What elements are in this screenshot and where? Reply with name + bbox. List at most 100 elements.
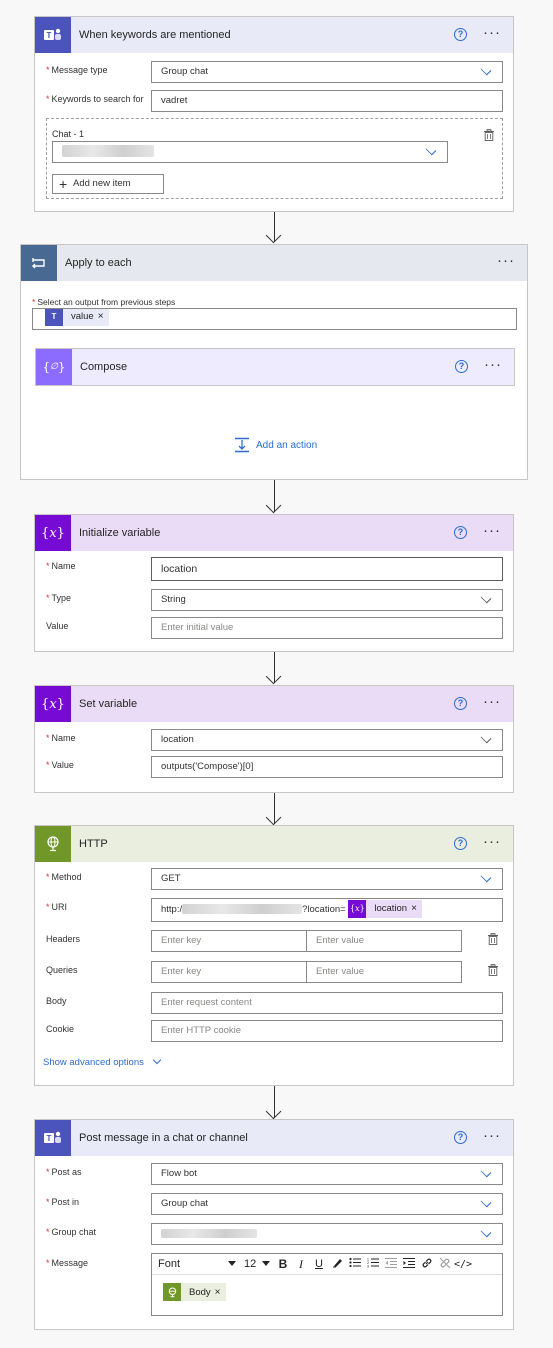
more-options-icon[interactable]: ··· xyxy=(484,356,502,373)
font-dropdown[interactable]: Font xyxy=(158,1258,240,1270)
more-options-icon[interactable]: ··· xyxy=(497,252,515,269)
svg-text:2: 2 xyxy=(367,1261,369,1265)
trash-icon[interactable] xyxy=(487,933,499,945)
bold-icon[interactable]: B xyxy=(278,1257,288,1271)
decrease-indent-icon[interactable] xyxy=(382,1257,400,1271)
flow-arrow xyxy=(274,480,275,512)
body-label: Body xyxy=(46,996,67,1006)
add-new-item-button[interactable]: + Add new item xyxy=(52,174,164,194)
headers-value-input[interactable]: Enter value xyxy=(306,930,462,952)
value-label: Value xyxy=(46,621,69,631)
help-icon[interactable]: ? xyxy=(454,526,467,539)
redacted-value xyxy=(62,145,154,158)
variable-value-input[interactable]: Enter initial value xyxy=(151,617,503,639)
help-icon[interactable]: ? xyxy=(455,360,468,373)
variable-type-dropdown[interactable]: String xyxy=(151,589,503,611)
code-view-icon[interactable]: </> xyxy=(454,1258,473,1270)
flow-arrow xyxy=(274,212,275,242)
post-header[interactable]: T Post message in a chat or channel ? ··… xyxy=(35,1120,513,1156)
value-token[interactable]: T value × xyxy=(45,309,109,327)
uri-input[interactable]: http:/?location= {x} location × xyxy=(151,898,503,922)
variable-icon: {x} xyxy=(348,899,367,918)
increase-indent-icon[interactable] xyxy=(400,1257,418,1271)
help-icon[interactable]: ? xyxy=(454,697,467,710)
post-as-label: *Post as xyxy=(46,1167,82,1177)
method-dropdown[interactable]: GET xyxy=(151,868,503,890)
highlight-icon[interactable] xyxy=(328,1257,346,1271)
bulleted-list-icon[interactable] xyxy=(346,1257,364,1271)
set-variable-value-input[interactable]: outputs('Compose')[0] xyxy=(151,756,503,778)
unlink-icon[interactable] xyxy=(436,1257,454,1272)
italic-icon[interactable]: I xyxy=(299,1256,303,1271)
chat-dropdown[interactable] xyxy=(52,141,448,163)
variable-name-input[interactable]: location xyxy=(151,557,503,581)
chevron-down-icon xyxy=(480,871,492,883)
caret-down-icon xyxy=(262,1261,270,1266)
redacted-value xyxy=(161,1228,257,1238)
underline-icon[interactable]: U xyxy=(315,1258,323,1270)
group-chat-dropdown[interactable] xyxy=(151,1223,503,1245)
more-options-icon[interactable]: ··· xyxy=(483,1127,501,1144)
link-icon[interactable] xyxy=(418,1257,436,1272)
queries-label: Queries xyxy=(46,965,78,975)
remove-token-icon[interactable]: × xyxy=(214,1286,221,1298)
group-chat-label: *Group chat xyxy=(46,1227,97,1237)
select-output-input[interactable]: T value × xyxy=(32,308,517,330)
set-var-header[interactable]: {x} Set variable ? ··· xyxy=(35,686,513,722)
headers-key-input[interactable]: Enter key xyxy=(151,930,307,952)
loop-icon xyxy=(21,245,57,281)
add-action-icon xyxy=(235,437,249,453)
globe-icon xyxy=(35,826,71,862)
more-options-icon[interactable]: ··· xyxy=(483,522,501,539)
set-variable-name-dropdown[interactable]: location xyxy=(151,729,503,751)
chevron-down-icon xyxy=(480,1166,492,1178)
init-var-header[interactable]: {x} Initialize variable ? ··· xyxy=(35,515,513,551)
help-icon[interactable]: ? xyxy=(454,28,467,41)
post-as-dropdown[interactable]: Flow bot xyxy=(151,1163,503,1185)
trash-icon[interactable] xyxy=(483,129,495,141)
apply-header[interactable]: Apply to each ··· xyxy=(21,245,527,281)
chevron-down-icon xyxy=(480,592,492,604)
chevron-down-icon xyxy=(480,1196,492,1208)
remove-token-icon[interactable]: × xyxy=(411,902,417,914)
font-size-dropdown[interactable]: 12 xyxy=(240,1258,274,1270)
location-token[interactable]: {x} location × xyxy=(348,899,422,918)
queries-key-input[interactable]: Enter key xyxy=(151,961,307,983)
name-label: *Name xyxy=(46,561,76,571)
message-type-dropdown[interactable]: Group chat xyxy=(151,61,503,83)
trigger-header[interactable]: T When keywords are mentioned ? ··· xyxy=(35,17,513,53)
type-label: *Type xyxy=(46,593,72,603)
cookie-input[interactable]: Enter HTTP cookie xyxy=(151,1020,503,1042)
more-options-icon[interactable]: ··· xyxy=(483,833,501,850)
more-options-icon[interactable]: ··· xyxy=(483,24,501,41)
compose-card[interactable]: {∅} Compose ? ··· xyxy=(35,348,515,386)
more-options-icon[interactable]: ··· xyxy=(483,693,501,710)
post-in-dropdown[interactable]: Group chat xyxy=(151,1193,503,1215)
keywords-input[interactable]: vadret xyxy=(151,90,503,112)
chevron-down-icon xyxy=(480,64,492,76)
body-input[interactable]: Enter request content xyxy=(151,992,503,1014)
set-var-title: Set variable xyxy=(79,698,138,710)
http-title: HTTP xyxy=(79,838,108,850)
http-header[interactable]: HTTP ? ··· xyxy=(35,826,513,862)
remove-token-icon[interactable]: × xyxy=(97,311,104,323)
variable-icon: {x} xyxy=(35,515,71,551)
show-advanced-options-link[interactable]: Show advanced options xyxy=(43,1055,161,1068)
body-token[interactable]: Body × xyxy=(163,1283,226,1301)
cookie-label: Cookie xyxy=(46,1024,75,1034)
post-in-label: *Post in xyxy=(46,1197,80,1207)
queries-value-input[interactable]: Enter value xyxy=(306,961,462,983)
help-icon[interactable]: ? xyxy=(454,1131,467,1144)
flow-arrow xyxy=(274,652,275,683)
method-label: *Method xyxy=(46,872,82,882)
trash-icon[interactable] xyxy=(487,964,499,976)
variable-icon: {x} xyxy=(35,686,71,722)
chat-array-group: Chat - 1 + Add new item xyxy=(46,118,503,199)
chat-item-label: Chat - 1 xyxy=(52,129,85,139)
add-action-button[interactable]: Add an action xyxy=(234,437,317,453)
trigger-card: T When keywords are mentioned ? ··· *Mes… xyxy=(34,16,514,212)
help-icon[interactable]: ? xyxy=(454,837,467,850)
